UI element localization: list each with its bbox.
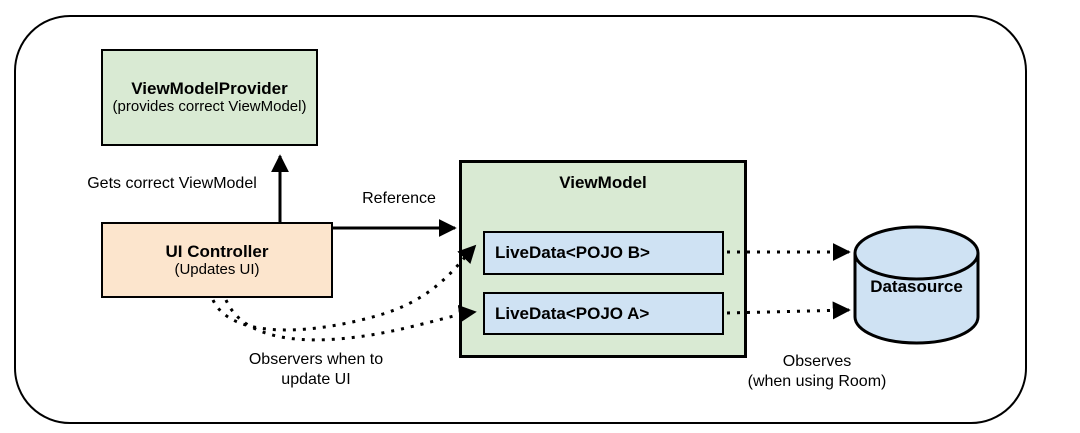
node-ui-controller: UI Controller (Updates UI) — [101, 222, 333, 298]
edge-label-gets-correct-viewmodel: Gets correct ViewModel — [87, 175, 257, 192]
node-livedata-pojo-a: LiveData<POJO A> — [483, 292, 724, 335]
datasource-label: Datasource — [870, 277, 963, 296]
viewmodelprovider-subtitle: (provides correct ViewModel) — [112, 98, 307, 115]
edge-label-observers-when-to-update-ui: Observers when to update UI — [248, 351, 384, 388]
edge-label-reference: Reference — [362, 190, 436, 207]
ui-controller-subtitle: (Updates UI) — [174, 260, 260, 278]
node-viewmodel: ViewModel LiveData<POJO B> LiveData<POJO… — [459, 160, 747, 358]
ui-controller-title: UI Controller — [165, 241, 269, 261]
node-livedata-pojo-b: LiveData<POJO B> — [483, 231, 724, 275]
outer-border — [14, 15, 1027, 424]
edge-label-observes-when-using-room: Observes (when using Room) — [747, 353, 887, 390]
node-viewmodelprovider: ViewModelProvider (provides correct View… — [101, 49, 318, 146]
livedata-pojo-b-label: LiveData<POJO B> — [495, 243, 650, 262]
livedata-pojo-a-label: LiveData<POJO A> — [495, 303, 650, 323]
viewmodel-title: ViewModel — [559, 173, 647, 192]
viewmodelprovider-title: ViewModelProvider — [131, 79, 288, 98]
